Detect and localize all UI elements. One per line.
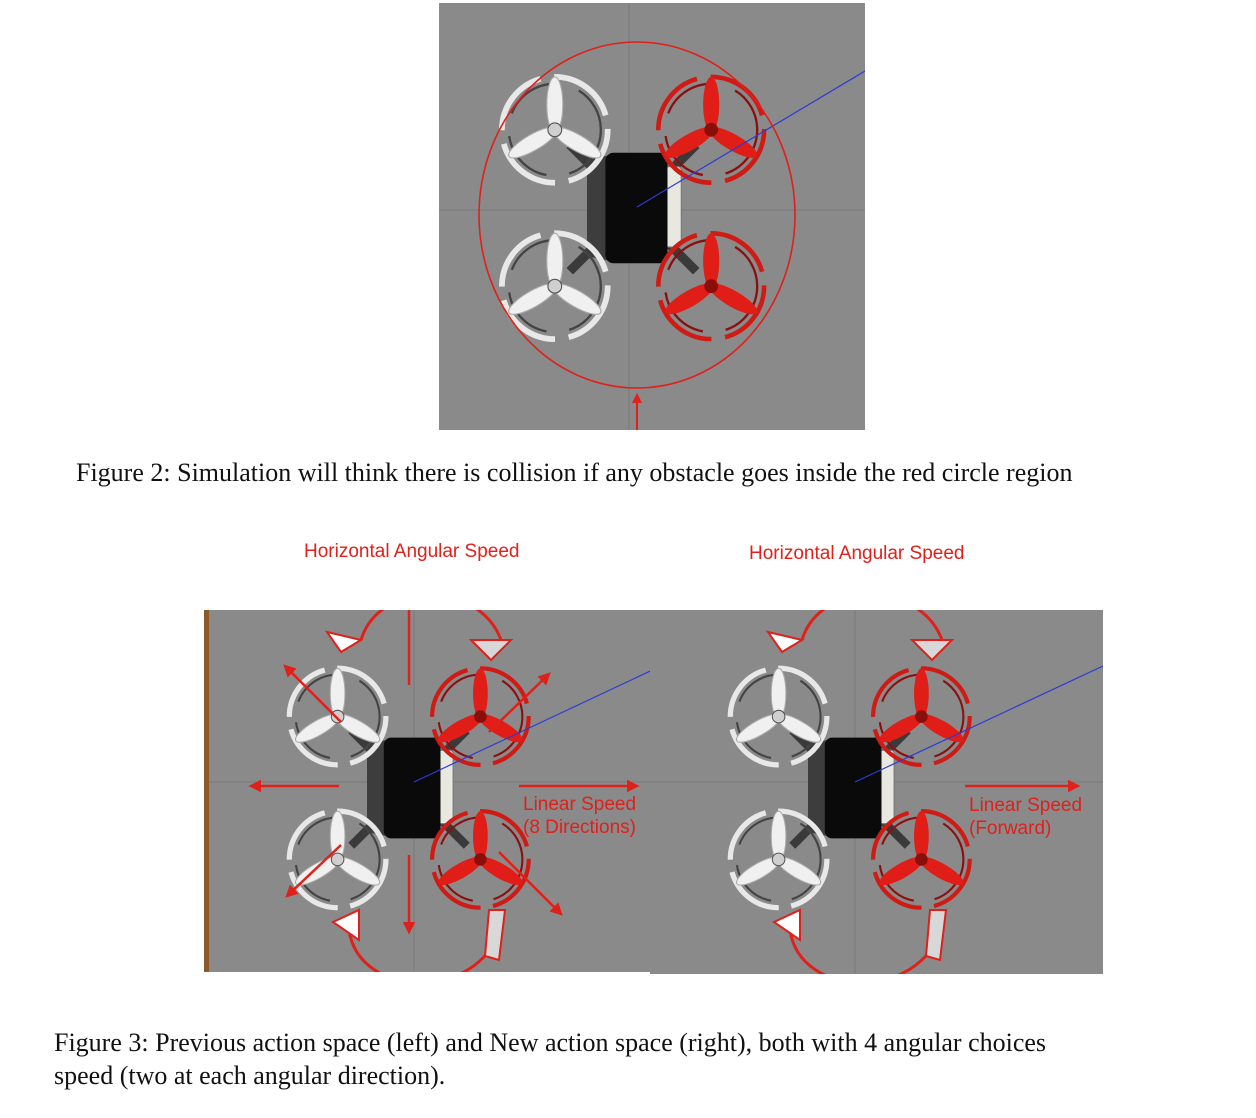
figure3-caption-line2: speed (two at each angular direction).	[54, 1061, 446, 1090]
right-linear-speed-line2: (Forward)	[969, 818, 1052, 839]
left-linear-speed-label: Linear Speed (8 Directions)	[523, 793, 636, 839]
right-linear-speed-line1: Linear Speed	[969, 795, 1083, 816]
angular-arrow-bottom	[771, 908, 948, 974]
figure3-caption: Figure 3: Previous action space (left) a…	[54, 1026, 1248, 1092]
figure3-right-image	[650, 610, 1103, 974]
angular-arrow-top	[324, 610, 514, 662]
left-angular-speed-label: Horizontal Angular Speed	[304, 541, 520, 562]
figure2-caption: Figure 2: Simulation will think there is…	[76, 458, 1073, 487]
right-linear-speed-label: Linear Speed (Forward)	[969, 794, 1082, 840]
heading-ray	[854, 665, 1103, 783]
figure2-image	[439, 3, 865, 430]
heading-ray	[413, 665, 661, 783]
angular-arrow-bottom	[330, 908, 507, 972]
figure3-caption-line1: Figure 3: Previous action space (left) a…	[54, 1028, 1047, 1057]
collision-circle	[478, 41, 796, 389]
left-linear-speed-line1: Linear Speed	[523, 794, 637, 815]
linear-direction-arrows	[248, 610, 640, 935]
angular-arrow-top	[765, 610, 955, 662]
figure3-left-image	[204, 610, 661, 972]
drone-icon	[730, 668, 969, 907]
right-angular-speed-label: Horizontal Angular Speed	[749, 543, 965, 564]
left-linear-speed-line2: (8 Directions)	[523, 817, 636, 838]
heading-ray	[636, 70, 865, 208]
drone-icon	[502, 77, 764, 339]
